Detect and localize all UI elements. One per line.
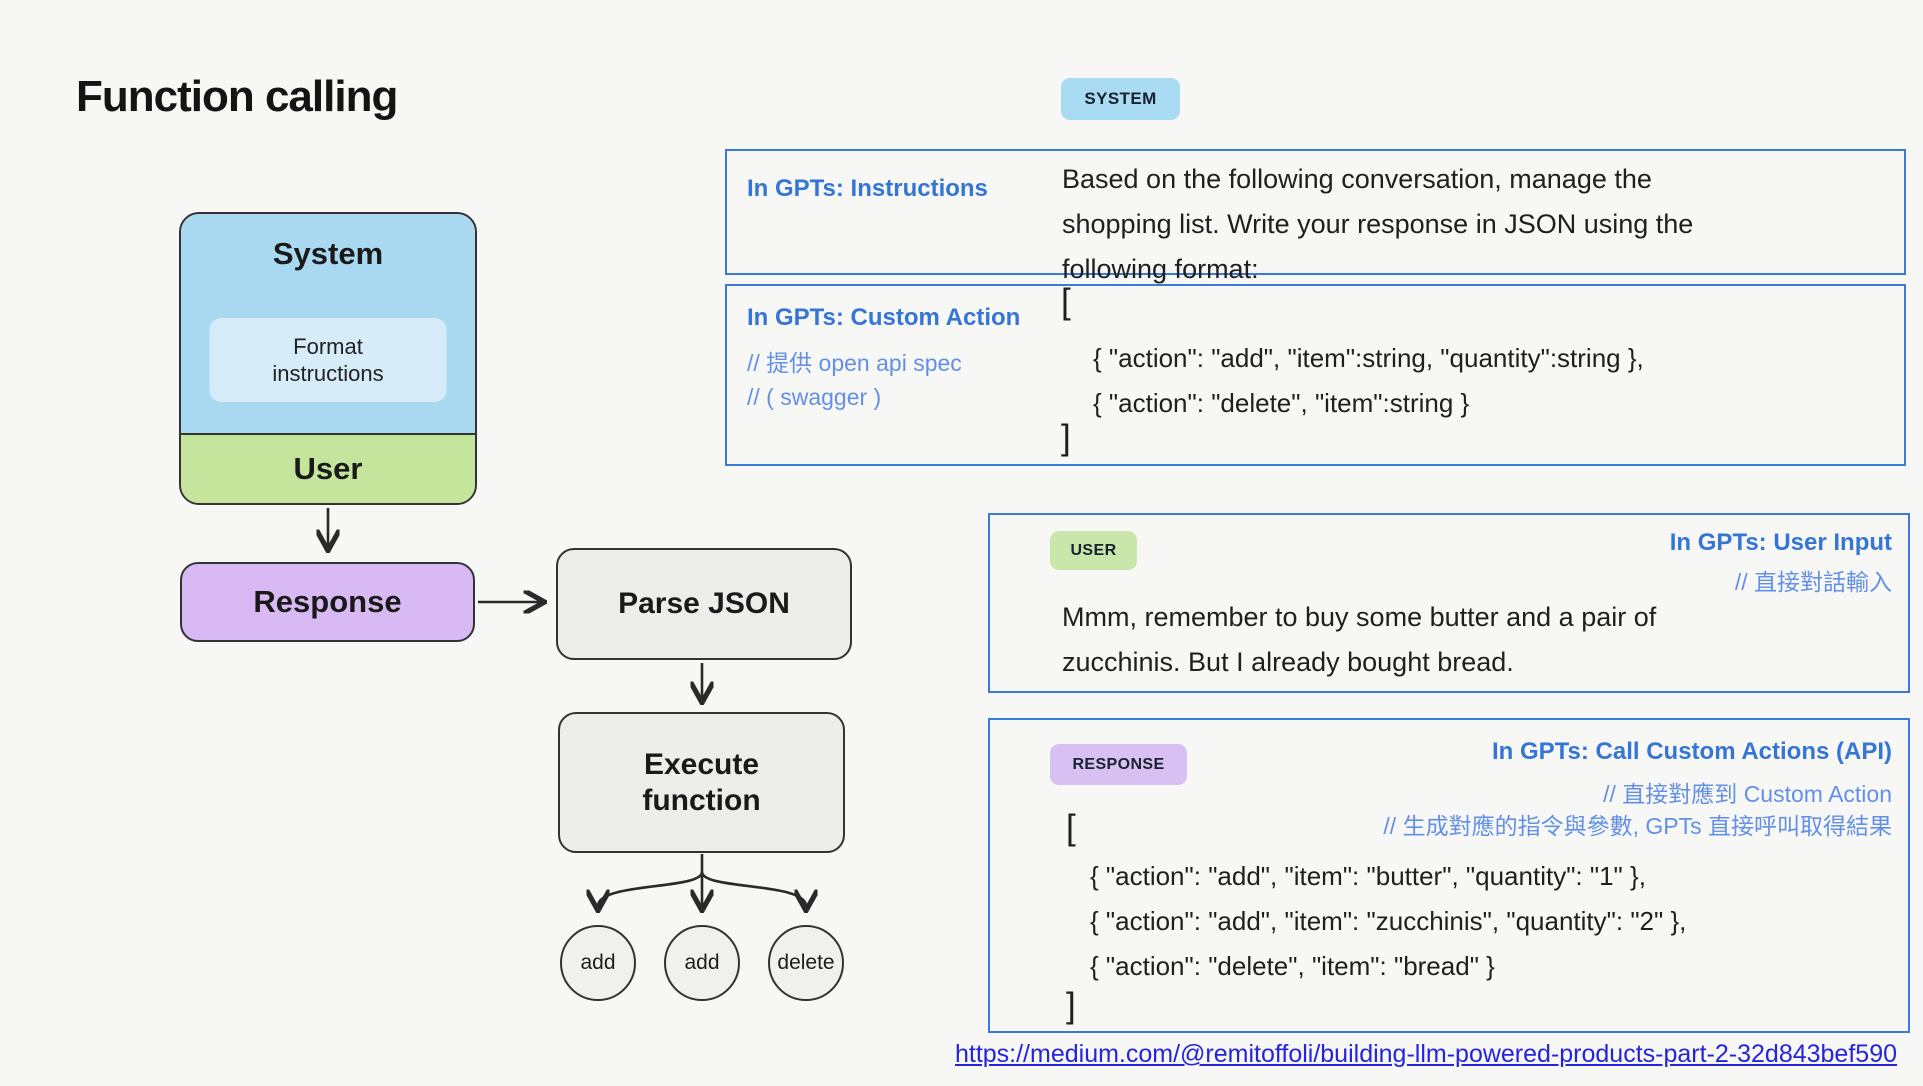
system-instructions-box: In GPTs: Instructions Based on the follo… xyxy=(725,149,1906,284)
flow-node-system-user: System Format instructions User xyxy=(179,212,477,505)
flow-node-user: User xyxy=(181,433,475,503)
custom-action-comment-2: // ( swagger ) xyxy=(747,384,882,410)
flow-node-call-delete: delete xyxy=(768,925,844,1001)
flow-node-call-add-1: add xyxy=(560,925,636,1001)
flow-node-response: Response xyxy=(180,562,475,642)
system-custom-action-box: In GPTs: Custom Action // 提供 open api sp… xyxy=(725,282,1906,466)
flow-node-system: System Format instructions xyxy=(181,214,475,433)
json-close-bracket: ] xyxy=(1066,986,1076,1025)
system-instructions-text: Based on the following conversation, man… xyxy=(1062,164,1694,284)
system-node-label: System xyxy=(272,236,384,271)
arrow-to-delete xyxy=(700,871,806,906)
response-comment-2: // 生成對應的指令與參數, GPTs 直接呼叫取得結果 xyxy=(1383,813,1892,839)
gpts-user-input-annotation: In GPTs: User Input xyxy=(1669,529,1892,556)
user-message-text: Mmm, remember to buy some butter and a p… xyxy=(1062,602,1657,677)
response-json-actions: { "action": "add", "item": "butter", "qu… xyxy=(1090,861,1687,981)
json-open-bracket: [ xyxy=(1066,808,1076,847)
arrow-to-add-1 xyxy=(598,871,704,906)
source-link[interactable]: https://medium.com/@remitoffoli/building… xyxy=(954,1040,1897,1068)
gpts-call-custom-actions-annotation: In GPTs: Call Custom Actions (API) xyxy=(1491,738,1892,765)
user-badge: USER xyxy=(1050,531,1137,570)
response-comment-1: // 直接對應到 Custom Action xyxy=(1603,781,1892,807)
json-close-bracket: ] xyxy=(1061,418,1071,457)
json-open-bracket: [ xyxy=(1061,282,1071,321)
gpts-instructions-annotation: In GPTs: Instructions xyxy=(747,175,988,202)
format-instructions-label: Format instructions xyxy=(272,334,384,386)
custom-action-comment-1: // 提供 open api spec xyxy=(747,350,962,376)
page-title: Function calling xyxy=(76,72,398,121)
flow-node-parse-json: Parse JSON xyxy=(556,548,852,660)
system-badge: SYSTEM xyxy=(1061,78,1180,120)
response-badge: RESPONSE xyxy=(1050,744,1187,785)
user-input-comment: // 直接對話輸入 xyxy=(1734,569,1892,595)
flow-node-call-add-2: add xyxy=(664,925,740,1001)
response-message-box: RESPONSE In GPTs: Call Custom Actions (A… xyxy=(988,718,1910,1033)
gpts-custom-action-annotation: In GPTs: Custom Action xyxy=(747,304,1021,331)
execute-function-label: Execute function xyxy=(642,747,761,817)
custom-action-json-schema: { "action": "add", "item":string, "quant… xyxy=(1093,343,1644,418)
flow-node-execute-function: Execute function xyxy=(558,712,845,853)
flow-node-format-instructions: Format instructions xyxy=(209,318,447,402)
user-message-box: USER In GPTs: User Input // 直接對話輸入 Mmm, … xyxy=(988,513,1910,693)
